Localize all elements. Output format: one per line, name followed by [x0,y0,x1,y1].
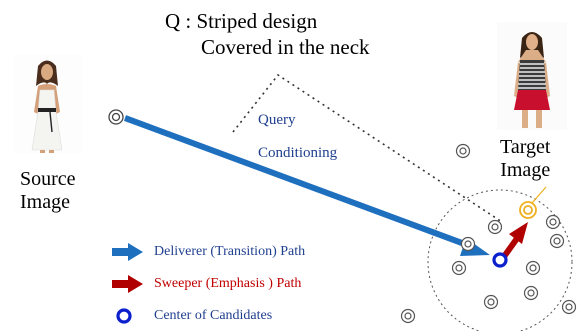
source-image-photo [14,55,82,153]
legend-deliverer: Deliverer (Transition) Path [112,241,305,263]
legend-deliverer-arrow-icon [112,243,143,261]
candidate-marker [483,294,499,310]
target-label-line-1: Target [500,136,551,158]
target-image-label: Target Image [500,136,550,182]
legend-center: Center of Candidates [112,305,272,327]
query-conditioning-line-2: Conditioning [258,145,338,161]
candidate-markers [400,143,577,324]
legend-sweeper: Sweeper (Emphasis ) Path [112,273,301,295]
candidate-marker [523,285,539,301]
candidate-marker [525,260,541,276]
target-image-marker [519,186,547,219]
query-line-1: Q : Striped design [165,9,318,33]
candidate-region-circle [427,189,573,331]
candidate-marker [487,219,503,235]
source-label-line-1: Source [20,168,76,190]
source-image-label: Source Image [20,168,76,214]
source-label-line-2: Image [20,191,70,213]
query-conditioning-line-1: Query [258,112,296,128]
legend-center-icon [116,308,132,324]
target-image-photo [497,22,567,130]
legend-sweeper-arrow-icon [112,275,143,293]
center-of-candidates-marker [492,252,508,268]
sweeper-path-arrow [500,222,528,260]
query-conditioning-label: Query Conditioning [258,104,337,170]
query-line-2: Covered in the neck [201,35,370,59]
target-label-line-2: Image [500,159,551,181]
query-conditioning-dotted-line [232,73,503,223]
candidate-marker [451,260,467,276]
candidate-marker [545,214,561,230]
legend-sweeper-label: Sweeper (Emphasis ) Path [154,276,302,291]
candidate-marker [549,233,565,249]
candidate-marker [561,299,577,315]
legend-center-label: Center of Candidates [154,308,273,323]
candidate-marker [455,143,471,159]
legend-deliverer-label: Deliverer (Transition) Path [154,244,306,259]
source-image-marker [108,109,124,125]
candidate-marker [400,308,416,324]
candidate-marker [460,236,476,252]
query-text: Q : Striped design Covered in the neck [165,8,370,60]
